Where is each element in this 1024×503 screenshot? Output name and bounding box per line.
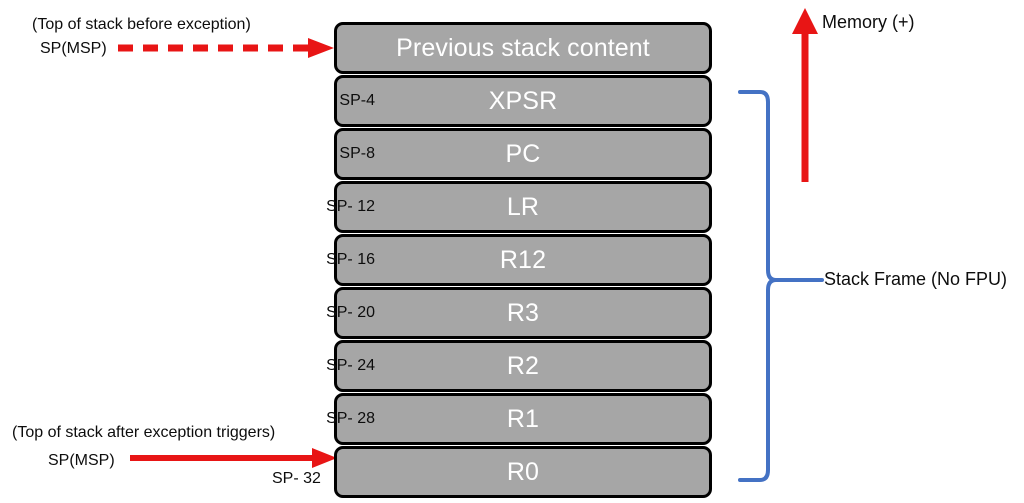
stack-box-list: Previous stack content SP-4 XPSR SP-8 PC… bbox=[326, 22, 712, 499]
offset-label-sp-28: SP- 28 bbox=[326, 410, 375, 427]
offset-label-sp-32: SP- 32 bbox=[272, 470, 321, 487]
offset-label-sp-24: SP- 24 bbox=[326, 357, 375, 374]
stack-row-r1: SP- 28 R1 bbox=[326, 393, 712, 445]
stack-row-label: R0 bbox=[506, 457, 540, 486]
stack-row-r12: SP- 16 R12 bbox=[326, 234, 712, 286]
offset-label-sp-20: SP- 20 bbox=[326, 304, 375, 321]
stack-row-previous: Previous stack content bbox=[334, 22, 712, 74]
top-of-stack-after-note: (Top of stack after exception triggers) bbox=[12, 424, 276, 441]
offset-label-sp-4: SP-4 bbox=[339, 92, 375, 109]
offset-label-sp-8: SP-8 bbox=[339, 145, 375, 162]
stack-row-label: R12 bbox=[499, 245, 547, 274]
up-arrow-icon bbox=[792, 8, 818, 182]
curly-brace-icon bbox=[738, 90, 824, 482]
top-of-stack-before-note: (Top of stack before exception) bbox=[32, 16, 251, 33]
sp-msp-label-bottom: SP(MSP) bbox=[48, 452, 115, 469]
stack-row-lr: SP- 12 LR bbox=[326, 181, 712, 233]
stack-row-pc: SP-8 PC bbox=[334, 128, 712, 180]
stack-row-r3: SP- 20 R3 bbox=[326, 287, 712, 339]
stack-row-xpsr: SP-4 XPSR bbox=[334, 75, 712, 127]
offset-label-sp-12: SP- 12 bbox=[326, 198, 375, 215]
stack-row-label: R1 bbox=[506, 404, 540, 433]
stack-row-label: R2 bbox=[506, 351, 540, 380]
offset-label-sp-16: SP- 16 bbox=[326, 251, 375, 268]
stack-row-r0: R0 bbox=[334, 446, 712, 498]
memory-direction-label: Memory (+) bbox=[822, 12, 915, 32]
stack-row-label: LR bbox=[506, 192, 540, 221]
stack-frame-label: Stack Frame (No FPU) bbox=[824, 269, 1008, 289]
stack-row-label: XPSR bbox=[488, 86, 558, 115]
dashed-right-arrow-icon bbox=[118, 38, 334, 58]
solid-right-arrow-icon bbox=[130, 448, 337, 468]
stack-row-label: Previous stack content bbox=[396, 33, 650, 62]
stack-row-r2: SP- 24 R2 bbox=[326, 340, 712, 392]
stack-row-label: R3 bbox=[506, 298, 540, 327]
stack-row-label: PC bbox=[505, 139, 541, 168]
sp-msp-label-top: SP(MSP) bbox=[40, 40, 107, 57]
